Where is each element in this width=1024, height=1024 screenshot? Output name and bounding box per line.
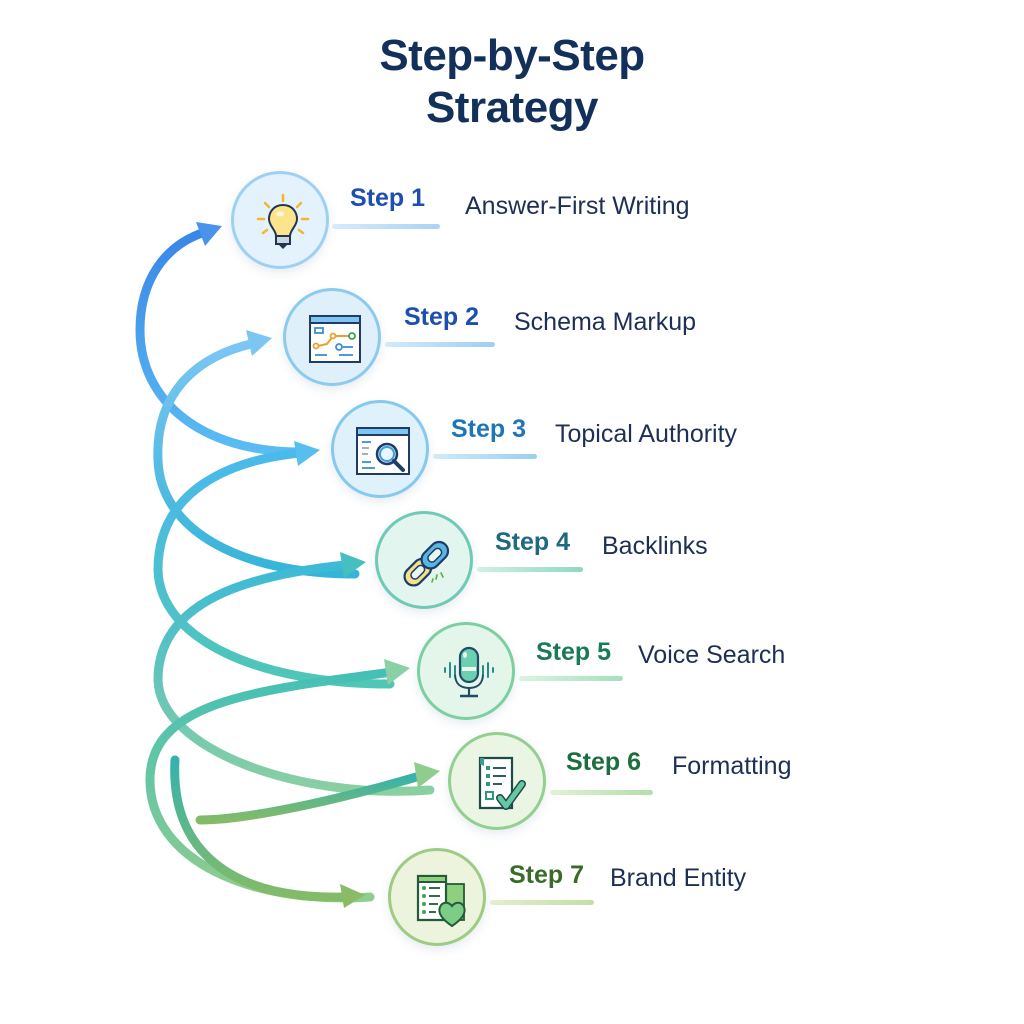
microphone-icon xyxy=(444,646,494,698)
step-4-connector xyxy=(477,567,583,572)
step-5-connector xyxy=(519,676,623,681)
step-4-number: Step 4 xyxy=(495,528,571,556)
chain-link-icon xyxy=(403,540,450,587)
step-5-title: Voice Search xyxy=(638,641,786,669)
step-7-number: Step 7 xyxy=(509,861,585,889)
title-line-1: Step-by-Step xyxy=(379,31,645,80)
step-6-connector xyxy=(550,790,653,795)
step-7-title: Brand Entity xyxy=(610,864,747,892)
step-1-number: Step 1 xyxy=(350,184,426,212)
step-4-circle xyxy=(375,511,473,609)
step-1-circle xyxy=(231,171,329,269)
step-2-circle xyxy=(283,288,381,386)
page-title: Step-by-Step Strategy xyxy=(0,30,1024,134)
step-3-title: Topical Authority xyxy=(555,420,738,448)
step-6-circle xyxy=(448,732,546,830)
step-2-connector xyxy=(385,342,495,347)
step-2-title: Schema Markup xyxy=(514,308,697,336)
step-5-circle xyxy=(417,622,515,720)
step-3-connector xyxy=(433,454,537,459)
step-7-circle xyxy=(388,848,486,946)
schema-diagram-icon xyxy=(309,315,361,363)
step-3-number: Step 3 xyxy=(451,415,527,443)
step-5-number: Step 5 xyxy=(536,638,612,666)
step-2-number: Step 2 xyxy=(404,303,480,331)
step-7-connector xyxy=(490,900,594,905)
step-6-number: Step 6 xyxy=(566,748,642,776)
brand-document-heart-icon xyxy=(416,874,466,928)
checklist-icon xyxy=(478,756,526,810)
step-3-circle xyxy=(331,400,429,498)
search-magnifier-icon xyxy=(356,427,410,475)
step-6-title: Formatting xyxy=(672,752,792,780)
step-1-connector xyxy=(332,224,440,229)
title-line-2: Strategy xyxy=(425,83,599,132)
lightbulb-icon xyxy=(256,193,310,249)
step-4-title: Backlinks xyxy=(602,532,708,560)
step-1-title: Answer-First Writing xyxy=(465,192,690,220)
